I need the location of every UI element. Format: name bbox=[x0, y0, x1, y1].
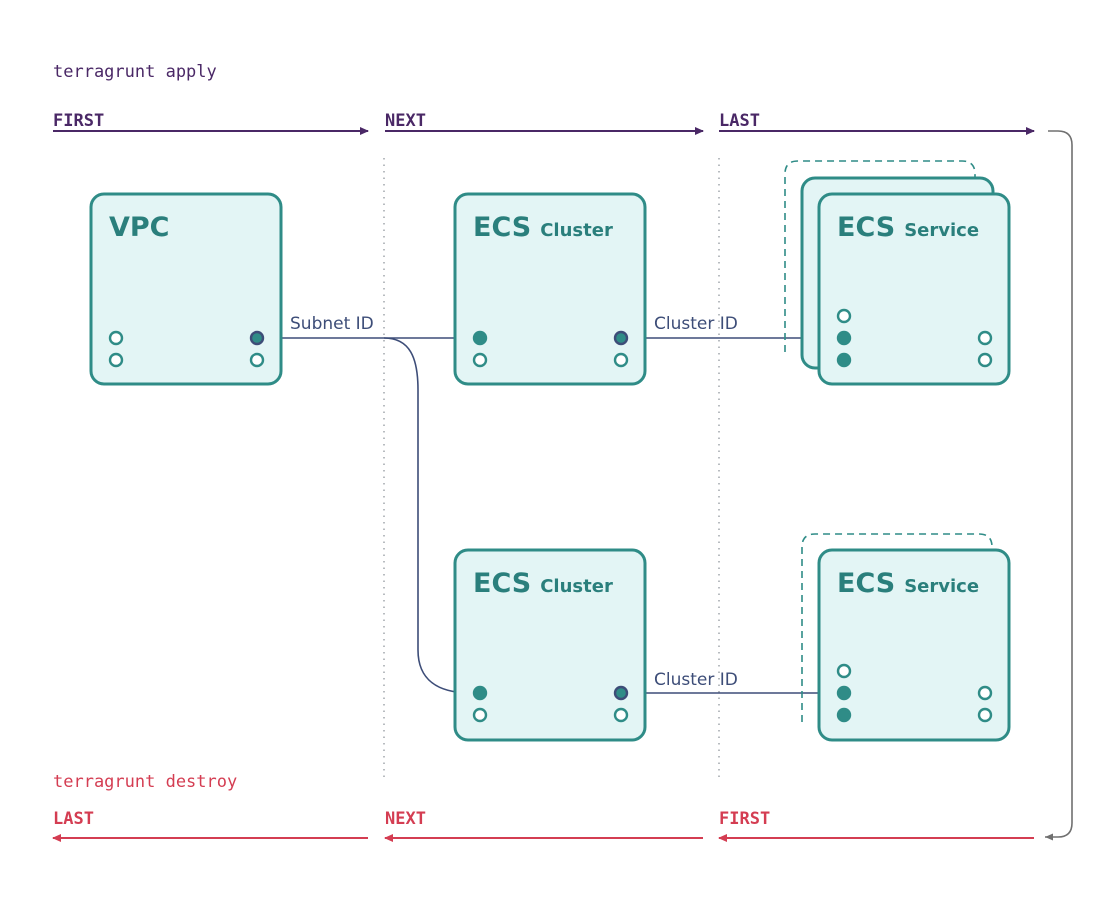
vpc-title: VPC bbox=[109, 212, 170, 243]
ecs-cluster-bottom-label: ECS Cluster bbox=[473, 568, 613, 599]
ecs-cluster-bottom-output-port bbox=[613, 707, 629, 723]
ecs-service-bottom-input-port bbox=[836, 663, 852, 679]
ecs-service-bottom-box bbox=[817, 548, 1011, 742]
ecs-service-bottom-node: ECS Service bbox=[801, 533, 1011, 742]
apply-command-title: terragrunt apply bbox=[53, 62, 217, 82]
ecs-cluster-top-label: ECS Cluster bbox=[473, 212, 613, 243]
ecs-service-bottom-output-port bbox=[977, 685, 993, 701]
vpc-output-port bbox=[249, 352, 265, 368]
ecs-cluster-bottom-output-port-cluster bbox=[613, 685, 629, 701]
ecs-service-top-input-port bbox=[836, 308, 852, 324]
ecs-cluster-top-node: ECS Cluster bbox=[453, 192, 647, 386]
ecs-cluster-top-box bbox=[453, 192, 647, 386]
ecs-cluster-bottom-subtitle: Cluster bbox=[540, 576, 613, 597]
ecs-service-top-subtitle: Service bbox=[904, 220, 979, 241]
ecs-service-top-node: ECS Service bbox=[784, 160, 1011, 386]
destroy-phase-next: NEXT bbox=[385, 809, 426, 829]
ecs-service-top-box bbox=[817, 192, 1011, 386]
vpc-input-port bbox=[108, 330, 124, 346]
ecs-cluster-top-output-port bbox=[613, 352, 629, 368]
ecs-cluster-bottom-input-port bbox=[472, 707, 488, 723]
edge-subnet-id-bottom bbox=[383, 337, 472, 697]
vpc-input-port bbox=[108, 352, 124, 368]
apply-to-destroy-loop-arrow bbox=[1045, 130, 1073, 841]
edge-label-subnet-id: Subnet ID bbox=[290, 314, 374, 334]
ecs-cluster-top-output-port-cluster bbox=[613, 330, 629, 346]
ecs-service-top-input-port bbox=[836, 352, 852, 368]
vpc-box bbox=[89, 192, 283, 386]
vpc-node: VPC bbox=[89, 192, 283, 386]
edge-label-cluster-id-top: Cluster ID bbox=[654, 314, 738, 334]
edge-label-cluster-id-bottom: Cluster ID bbox=[654, 670, 738, 690]
destroy-phase-first: FIRST bbox=[719, 809, 770, 829]
destroy-phase-last: LAST bbox=[53, 809, 94, 829]
ecs-service-top-output-port bbox=[977, 352, 993, 368]
ecs-cluster-top-title: ECS bbox=[473, 212, 531, 243]
ecs-service-bottom-subtitle: Service bbox=[904, 576, 979, 597]
ecs-cluster-bottom-box bbox=[453, 548, 647, 742]
destroy-command-title: terragrunt destroy bbox=[53, 772, 237, 792]
ecs-service-top-title: ECS bbox=[837, 212, 895, 243]
apply-phase-last: LAST bbox=[719, 111, 760, 131]
apply-phase-next: NEXT bbox=[385, 111, 426, 131]
ecs-service-bottom-output-port bbox=[977, 707, 993, 723]
ecs-service-top-ghost-outline bbox=[784, 160, 976, 352]
ecs-cluster-top-input-port-subnet bbox=[472, 330, 488, 346]
ecs-service-bottom-ghost-outline bbox=[801, 533, 993, 722]
ecs-service-top-output-port bbox=[977, 330, 993, 346]
ecs-cluster-top-subtitle: Cluster bbox=[540, 220, 613, 241]
ecs-service-top-label: ECS Service bbox=[837, 212, 979, 243]
ecs-cluster-bottom-node: ECS Cluster bbox=[453, 548, 647, 742]
ecs-service-bottom-input-port-cluster bbox=[836, 685, 852, 701]
ecs-service-bottom-input-port bbox=[836, 707, 852, 723]
ecs-cluster-bottom-input-port-subnet bbox=[472, 685, 488, 701]
ecs-cluster-top-input-port bbox=[472, 352, 488, 368]
ecs-service-top-input-port-cluster bbox=[836, 330, 852, 346]
ecs-cluster-bottom-title: ECS bbox=[473, 568, 531, 599]
vpc-output-port-subnet bbox=[249, 330, 265, 346]
ecs-service-bottom-title: ECS bbox=[837, 568, 895, 599]
apply-phase-first: FIRST bbox=[53, 111, 104, 131]
ecs-service-bottom-label: ECS Service bbox=[837, 568, 979, 599]
